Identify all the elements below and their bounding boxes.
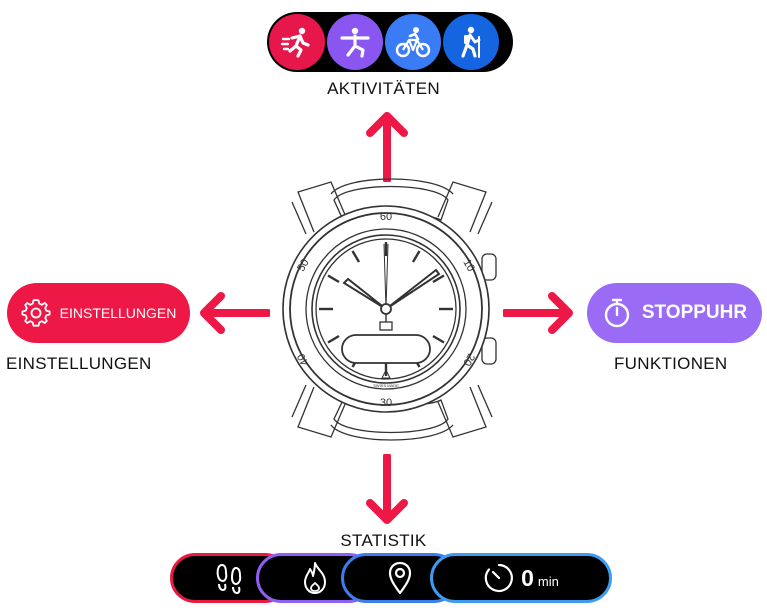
statistics-label: STATISTIK [0, 531, 767, 551]
activity-yoga[interactable] [327, 14, 383, 70]
stat-active-time[interactable]: 0 min [430, 553, 612, 603]
settings-label: EINSTELLUNGEN [6, 354, 152, 374]
timer-icon [483, 562, 515, 594]
functions-label: FUNKTIONEN [614, 354, 728, 374]
arrow-down-icon [365, 454, 409, 528]
settings-button-label: EINSTELLUNGEN [60, 305, 177, 321]
activity-running[interactable] [269, 14, 325, 70]
stopwatch-button[interactable]: STOPPUHR [587, 283, 762, 343]
running-icon [280, 25, 314, 59]
watch-illustration: 60 10 20 30 40 50 SWISS MADE [276, 172, 508, 447]
cycling-icon [395, 25, 431, 59]
hiking-icon [454, 25, 488, 59]
bezel-number-60: 60 [380, 211, 392, 223]
arrow-left-icon [196, 291, 270, 335]
activity-cycling[interactable] [385, 14, 441, 70]
arrow-right-icon [503, 291, 577, 335]
activities-label: AKTIVITÄTEN [0, 79, 767, 99]
stopwatch-button-label: STOPPUHR [642, 302, 747, 324]
location-pin-icon [386, 561, 414, 595]
stopwatch-icon [602, 297, 632, 329]
active-time-unit: min [538, 574, 559, 589]
settings-button[interactable]: EINSTELLUNGEN [7, 283, 190, 343]
active-time-value: 0 [521, 565, 534, 592]
gear-icon [21, 298, 51, 328]
activity-hiking[interactable] [443, 14, 499, 70]
flame-icon [301, 561, 329, 595]
footsteps-icon [215, 562, 245, 594]
bezel-number-30: 30 [380, 397, 392, 409]
arrow-up-icon [365, 108, 409, 182]
dial-text: SWISS MADE [373, 383, 399, 388]
yoga-icon [338, 25, 372, 59]
